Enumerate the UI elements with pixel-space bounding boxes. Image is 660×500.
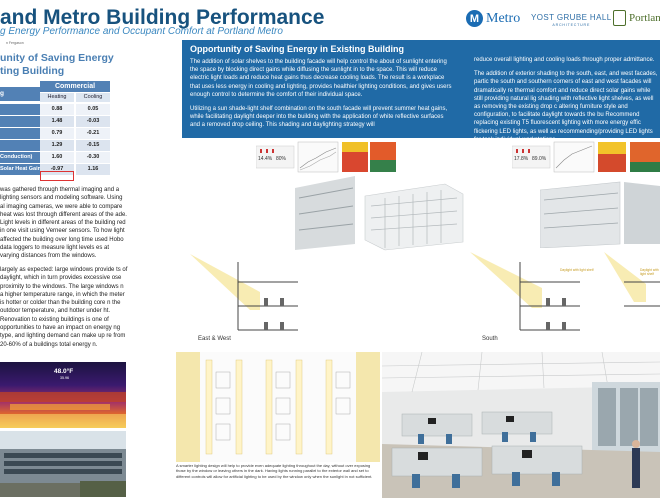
metro-logo-mark-icon: M — [466, 10, 483, 27]
authors: n Fergason — [6, 41, 24, 45]
opportunity-column-2: reduce overall lighting and cooling load… — [474, 56, 660, 150]
thermal-subvalue: 35.96 — [60, 376, 69, 380]
ygh-logo-subtext: ARCHITECTURE — [552, 23, 591, 27]
office-render — [382, 352, 660, 498]
table-cell-heating: 1.29 — [40, 140, 74, 151]
shelf-note: Daylight with light shelf — [560, 268, 594, 272]
daylight-simulation-right — [512, 140, 660, 174]
opportunity-paragraph: reduce overall lighting and cooling load… — [474, 57, 655, 63]
building-photo — [0, 431, 126, 497]
table-row: 1.48 -0.03 — [0, 116, 110, 127]
table-cell-heating: -0.97 — [40, 164, 74, 175]
ygh-logo: YOST GRUBE HALL ARCHITECTURE — [531, 13, 612, 27]
table-cell-heating: 0.79 — [40, 128, 74, 139]
label-east-west: East & West — [198, 336, 231, 342]
table-cell-cooling: 1.16 — [76, 164, 110, 175]
table-row-label — [0, 128, 40, 139]
table-cell-cooling: 0.05 — [76, 104, 110, 115]
opportunity-heading: Opportunity of Saving Energy in Existing… — [190, 44, 405, 54]
table-component-header: g Component — [0, 87, 40, 111]
shelf-note: Daylight with light shelf — [640, 268, 659, 276]
table-cell-heating: 0.88 — [40, 104, 74, 115]
sim-percent: 89.0% — [532, 156, 547, 162]
metro-logo-text: Metro — [486, 10, 521, 26]
left-heading-line2: ting Building — [0, 65, 65, 77]
poster-title: and Metro Building Performance — [0, 6, 325, 29]
psu-logo-text: Portland S — [629, 12, 660, 24]
table-cell-cooling: -0.03 — [76, 116, 110, 127]
opportunity-box: Opportunity of Saving Energy in Existing… — [182, 40, 660, 143]
table-cell-cooling: -0.30 — [76, 152, 110, 163]
sim-percent: 17.8% — [514, 156, 529, 162]
table-row: 0.88 0.05 — [0, 104, 110, 115]
methods-paragraph: was gathered through thermal imaging and… — [0, 187, 127, 260]
table-cell-heating: 1.48 — [40, 116, 74, 127]
lighting-caption: A smarter lighting design will help to p… — [176, 463, 373, 479]
thermal-image — [0, 362, 126, 428]
metro-logo: M Metro — [466, 10, 520, 27]
table-subheader-cooling: Cooling — [76, 93, 110, 102]
section-diagram-south — [470, 252, 580, 331]
left-heading: unity of Saving Energy ting Building — [0, 52, 114, 78]
table-row: Solar Heat Gain) -0.97 1.16 — [0, 164, 110, 175]
opportunity-paragraph: The addition of solar shelves to the bui… — [190, 59, 452, 98]
table-row-label: Solar Heat Gain) — [0, 164, 40, 175]
table-row: 0.79 -0.21 — [0, 128, 110, 139]
psu-logo-mark-icon — [613, 10, 626, 26]
daylight-simulation-left — [256, 140, 396, 174]
table-cell-heating: 1.60 — [40, 152, 74, 163]
opportunity-paragraph: Utilizing a sun shade-light shelf combin… — [190, 106, 448, 129]
table-row: 1.29 -0.15 — [0, 140, 110, 151]
table-subheader-heating: Heating — [40, 93, 74, 102]
results-paragraph: largely as expected: large windows provi… — [0, 267, 128, 348]
shading-render-east-west — [295, 176, 464, 251]
table-cell-cooling: -0.15 — [76, 140, 110, 151]
opportunity-column-1: The addition of solar shelves to the bui… — [190, 58, 452, 136]
table-row-label — [0, 140, 40, 151]
table-row-label — [0, 116, 40, 127]
sim-percent: 14.4% — [258, 156, 273, 162]
left-heading-line1: unity of Saving Energy — [0, 52, 114, 64]
table-row-label: Conduction) — [0, 152, 40, 163]
label-south: South — [482, 336, 498, 342]
sim-percent: 80% — [276, 156, 287, 162]
section-diagram-east-west — [190, 254, 298, 331]
table-row-label — [0, 104, 40, 115]
table-group-header: Commercial — [40, 81, 110, 92]
shading-render-south — [540, 181, 660, 248]
thermal-temperature: 48.0°F — [54, 368, 74, 375]
table-cell-cooling: -0.21 — [76, 128, 110, 139]
highlight-box — [40, 171, 74, 181]
table-row: Conduction) 1.60 -0.30 — [0, 152, 110, 163]
section-diagram-shelf — [604, 252, 660, 307]
psu-logo: Portland S — [613, 10, 660, 26]
ygh-logo-text: YOST GRUBE HALL — [531, 13, 612, 22]
opportunity-paragraph: The addition of exterior shading to the … — [474, 71, 658, 143]
lighting-plan — [176, 352, 380, 462]
poster-subtitle: g Energy Performance and Occupant Comfor… — [0, 26, 283, 37]
